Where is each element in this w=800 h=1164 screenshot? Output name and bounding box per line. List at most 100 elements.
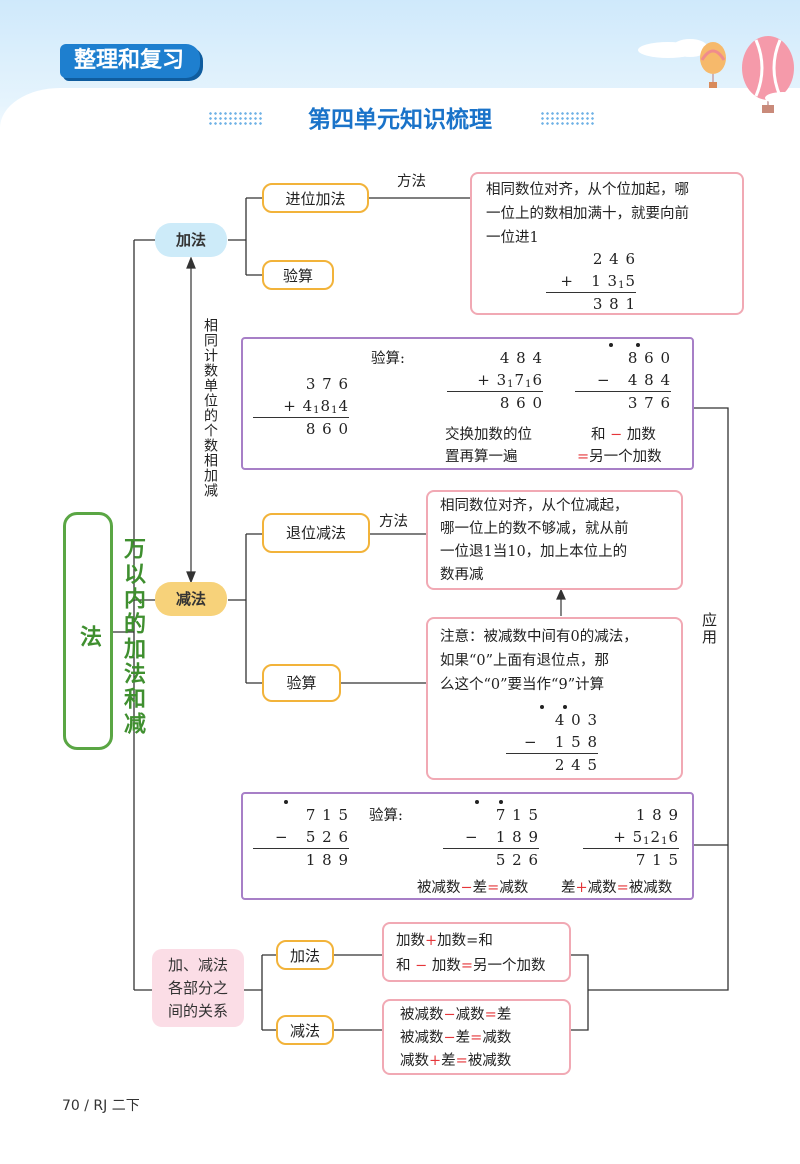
borrow-dot <box>563 705 567 709</box>
method-label-add: 方法 <box>397 174 426 190</box>
sub-check-2: 1 8 9 + 51216 7 1 5 <box>583 804 679 871</box>
sub-rule-1: 被减数−差=减数 <box>417 876 528 900</box>
swap-note-line-2: 置再算一遍 <box>445 449 518 465</box>
rule-term: 被减数 <box>400 1007 444 1023</box>
rule-term: 减数 <box>400 1053 429 1069</box>
rule-op: − <box>460 880 473 896</box>
sub-check-main-result: 1 8 9 <box>253 848 349 871</box>
add-relations-box: 加数+加数=和 和 − 加数=另一个加数 <box>382 922 571 982</box>
swap-note-line-1: 交换加数的位 <box>445 427 532 443</box>
sub-check-2-op: + <box>613 828 627 846</box>
sub-example-bottom-row: − 1 5 8 <box>506 731 598 753</box>
sub-check-2-top: 1 8 9 <box>635 806 679 824</box>
add-check-swap-op: + <box>477 371 491 389</box>
relations-line-3: 间的关系 <box>167 1002 228 1020</box>
title-dots-left <box>208 111 264 125</box>
root-node: 万以内的加法和减法 <box>63 512 145 750</box>
add-check-sub-op: − <box>596 371 611 389</box>
page-title: 第四单元知识梳理 <box>308 107 492 133</box>
rule-term: 和 <box>396 958 411 974</box>
borrow-subtraction-node: 退位减法 <box>262 513 370 553</box>
title-dots-right <box>540 111 596 125</box>
borrow-dot <box>609 343 613 347</box>
add-example-bottom-row: + 1 315 <box>560 272 636 291</box>
rule-op: − <box>443 1030 456 1046</box>
sub-relations-box: 被减数−减数=差 被减数−差=减数 减数+差=被减数 <box>382 999 571 1075</box>
subtraction-check-node: 验算 <box>262 664 341 702</box>
sub-check-label: 验算: <box>369 808 403 824</box>
sub-check-1: 7 1 5 − 1 8 9 5 2 6 <box>443 804 539 871</box>
add-example-top: 2 4 6 <box>592 250 636 268</box>
borrow-dot <box>540 705 544 709</box>
relations-add-node: 加法 <box>276 940 334 970</box>
rule-op: = <box>484 1007 497 1023</box>
sub-check-2-carry-2: 1 <box>661 836 669 847</box>
small-balloon-icon <box>700 42 726 88</box>
borrow-dot <box>475 800 479 804</box>
add-check-main-op: + <box>283 397 297 415</box>
sub-check-main-top: 7 1 5 <box>305 806 349 824</box>
add-method-line-2: 一位上的数相加满十，就要向前 <box>486 206 689 222</box>
add-check-swap-result: 8 6 0 <box>447 391 543 414</box>
add-relation-1: 加数+加数=和 <box>396 929 493 953</box>
add-check-swap-carry-1: 1 <box>507 379 515 390</box>
rule-term: 加数 <box>437 933 467 949</box>
root-label: 万以内的加法和减法 <box>76 537 145 737</box>
header-wave <box>0 88 800 158</box>
sub-check-1-bottom: 1 8 9 <box>495 828 539 846</box>
relations-line-2: 各部分之 <box>167 979 228 997</box>
borrow-dot <box>499 800 503 804</box>
add-method-line-3: 一位进1 <box>486 230 539 246</box>
rule-term: 另一个加数 <box>589 449 662 465</box>
sub-example-result: 2 4 5 <box>506 753 598 776</box>
sub-check-main-bottom: 5 2 6 <box>305 828 349 846</box>
rule-op: = <box>455 1053 468 1069</box>
rule-op: − <box>610 427 623 443</box>
balloon-decoration <box>638 36 798 113</box>
addition-check-box: 3 7 6 + 41814 8 6 0 验算: 4 8 4 + 31716 8 … <box>241 337 694 470</box>
add-example: 2 4 6 + 1 315 3 8 1 <box>546 248 636 315</box>
add-check-swap-bottom-row: + 31716 <box>477 371 543 390</box>
add-rule-line-1: 和 − 加数 <box>591 423 656 447</box>
add-relation-2: 和 − 加数=另一个加数 <box>396 954 546 978</box>
sub-check-2-bottom-row: + 51216 <box>613 828 679 847</box>
rule-term: 差 <box>472 880 488 896</box>
sub-method-line-3: 一位退1当10，加上本位上的 <box>440 544 628 560</box>
vertical-note: 相同计数单位的个数相加减 <box>202 318 218 498</box>
sub-example-bottom: 1 5 8 <box>554 733 598 751</box>
sub-check-1-top: 7 1 5 <box>495 806 539 824</box>
rule-term: 加数 <box>626 427 656 443</box>
rule-term: 差 <box>496 1007 512 1023</box>
sub-relation-1: 被减数−减数=差 <box>400 1003 511 1027</box>
add-example-op: + <box>560 272 574 290</box>
addition-node: 加法 <box>155 223 227 257</box>
rule-term: 和 <box>591 427 606 443</box>
add-example-carry: 1 <box>618 280 626 291</box>
rule-op: = <box>460 958 474 974</box>
note-line-2: 如果“0”上面有退位点，那 <box>440 653 610 669</box>
add-check-swap-carry-2: 1 <box>525 379 533 390</box>
sub-method-line-1: 相同数位对齐，从个位减起， <box>440 498 629 514</box>
subtraction-note-box: 注意：被减数中间有0的减法， 如果“0”上面有退位点，那 么这个“0”要当作“9… <box>426 617 683 780</box>
addition-method-box: 相同数位对齐，从个位加起，哪 一位上的数相加满十，就要向前 一位进1 2 4 6… <box>470 172 744 315</box>
rule-term: 加数 <box>431 958 461 974</box>
sub-rule-2: 差+减数=被减数 <box>561 876 672 900</box>
add-check-sub-bottom-row: − 4 8 4 <box>575 369 671 391</box>
rule-op: = <box>466 933 479 949</box>
page-number: 70 / RJ 二下 <box>62 1098 140 1114</box>
relations-node: 加、减法 各部分之 间的关系 <box>152 949 244 1027</box>
rule-op: = <box>616 880 629 896</box>
sub-example: 4 0 3 − 1 5 8 2 4 5 <box>506 709 598 776</box>
add-check-main-top: 3 7 6 <box>305 375 349 393</box>
sub-check-main-op: − <box>274 828 289 846</box>
add-check-sub-result: 3 7 6 <box>575 391 671 414</box>
rule-term: 另一个加数 <box>473 958 546 974</box>
rule-op: = <box>470 1030 483 1046</box>
add-check-main-carry-2: 1 <box>331 405 339 416</box>
relations-line-1: 加、减法 <box>167 956 228 974</box>
addition-check-node: 验算 <box>262 260 334 290</box>
add-check-main-carry-1: 1 <box>313 405 321 416</box>
rule-op: + <box>429 1053 442 1069</box>
large-balloon-icon <box>742 36 794 113</box>
